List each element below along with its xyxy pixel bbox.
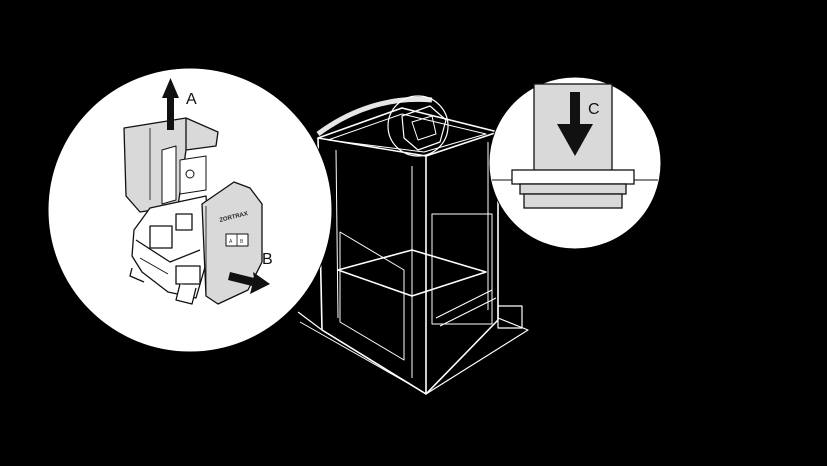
- extruder-assembly: [123, 117, 263, 305]
- arrow-down-right-icon: [228, 272, 270, 294]
- label-a: A: [186, 91, 197, 108]
- arrow-down-icon: [557, 92, 593, 156]
- callout-extruder: ZORTRAX A B A B: [47, 67, 333, 353]
- cover-key-b: B: [240, 239, 244, 245]
- printer-illustration: [297, 95, 529, 395]
- callout-insert: C: [488, 76, 662, 250]
- arrow-up-icon: [162, 78, 179, 130]
- label-b: B: [262, 251, 273, 268]
- label-c: C: [588, 101, 600, 118]
- cover-key-a: A: [229, 239, 233, 245]
